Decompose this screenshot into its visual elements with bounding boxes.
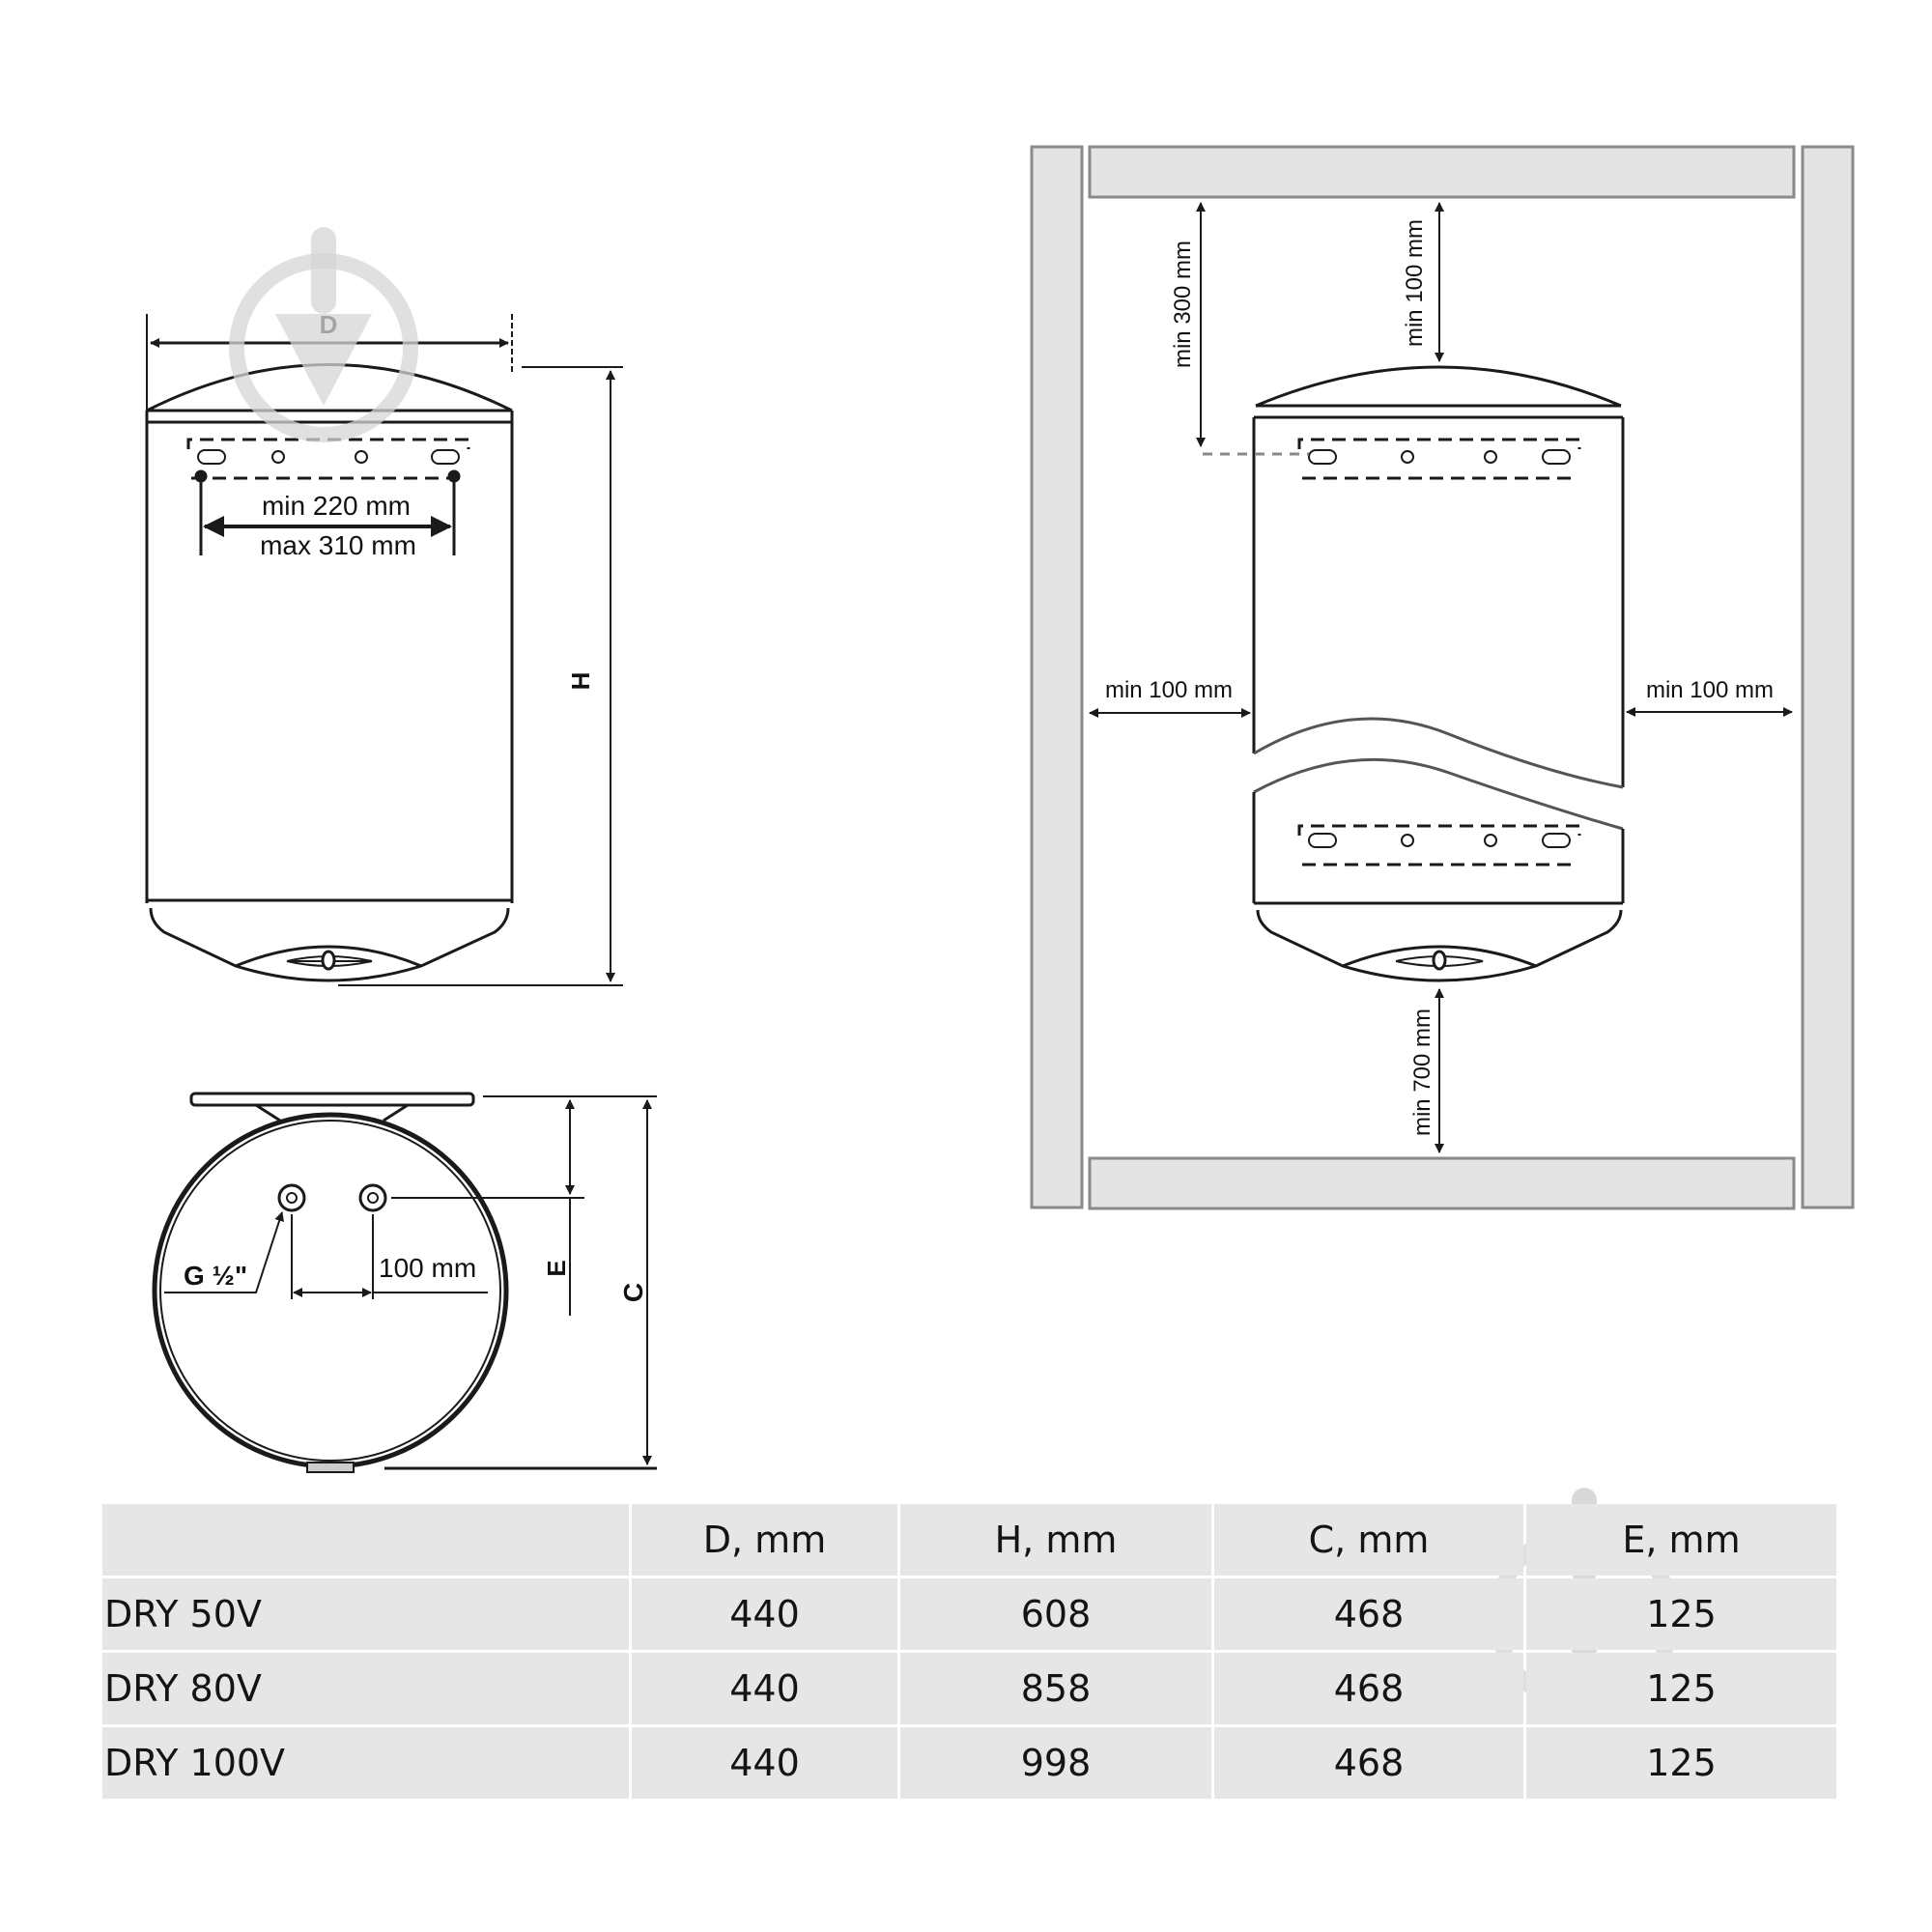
- clearance-left-label: min 100 mm: [1105, 677, 1233, 703]
- model-cell: DRY 80V: [102, 1653, 629, 1724]
- clearance-right-label: min 100 mm: [1646, 677, 1774, 703]
- header-model: [102, 1504, 629, 1576]
- model-cell: DRY 100V: [102, 1727, 629, 1799]
- e-cell: 125: [1526, 1578, 1836, 1650]
- header-h: H, mm: [900, 1504, 1211, 1576]
- ceiling: [1088, 145, 1796, 199]
- dimensions-table: D, mm H, mm C, mm E, mm DRY 50V 440 608 …: [99, 1501, 1839, 1802]
- header-c: C, mm: [1214, 1504, 1523, 1576]
- table-row: DRY 100V 440 998 468 125: [102, 1727, 1836, 1799]
- clearance-top-bracket-label: min 300 mm: [1170, 241, 1196, 368]
- h-cell: 998: [900, 1727, 1211, 1799]
- h-cell: 858: [900, 1653, 1211, 1724]
- header-d: D, mm: [632, 1504, 897, 1576]
- c-label: C: [618, 1283, 648, 1302]
- d-cell: 440: [632, 1578, 897, 1650]
- clearance-top-label: min 100 mm: [1402, 219, 1428, 347]
- installation-view: [1030, 145, 1855, 1210]
- d-cell: 440: [632, 1653, 897, 1724]
- c-cell: 468: [1214, 1653, 1523, 1724]
- e-label: E: [542, 1260, 571, 1276]
- d-cell: 440: [632, 1727, 897, 1799]
- bracket-max-label: max 310 mm: [260, 530, 416, 560]
- table-header-row: D, mm H, mm C, mm E, mm: [102, 1504, 1836, 1576]
- table-row: DRY 80V 440 858 468 125: [102, 1653, 1836, 1724]
- model-cell: DRY 50V: [102, 1578, 629, 1650]
- c-cell: 468: [1214, 1578, 1523, 1650]
- c-cell: 468: [1214, 1727, 1523, 1799]
- h-cell: 608: [900, 1578, 1211, 1650]
- front-view: [145, 314, 623, 986]
- bracket-min-label: min 220 mm: [262, 491, 411, 521]
- e-cell: 125: [1526, 1653, 1836, 1724]
- h-label: H: [566, 672, 595, 691]
- table-row: DRY 50V 440 608 468 125: [102, 1578, 1836, 1650]
- left-wall: [1030, 145, 1084, 1209]
- e-cell: 125: [1526, 1727, 1836, 1799]
- floor: [1088, 1156, 1796, 1210]
- right-wall: [1801, 145, 1855, 1209]
- d-label: D: [320, 310, 338, 339]
- header-e: E, mm: [1526, 1504, 1836, 1576]
- top-view: [152, 1092, 657, 1473]
- pipe-spacing-label: 100 mm: [379, 1253, 476, 1283]
- thread-size-label: G ½": [184, 1261, 247, 1291]
- clearance-bottom-label: min 700 mm: [1409, 1009, 1435, 1136]
